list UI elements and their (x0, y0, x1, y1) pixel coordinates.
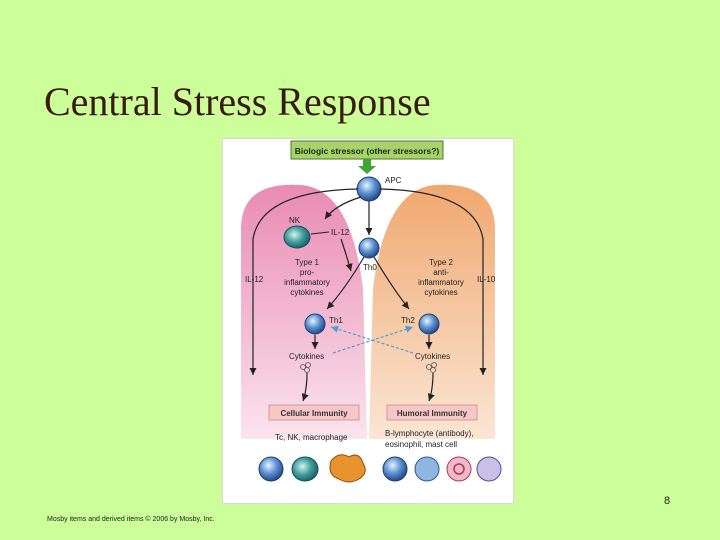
nk-cell-icon (283, 225, 311, 249)
type2-line: anti- (433, 268, 449, 277)
type1-line: Type 1 (295, 258, 320, 267)
stressor-arrow (358, 159, 376, 174)
type1-line: pro- (300, 268, 315, 277)
th2-cell-icon (418, 313, 440, 335)
arrow-apc-nk (324, 196, 362, 220)
type1-label: Type 1 pro- inflammatory cytokines (284, 258, 330, 297)
copyright-footer: Mosby items and derived items © 2006 by … (47, 516, 215, 523)
slide-title: Central Stress Response (44, 79, 431, 124)
arrow-th0-th1 (326, 256, 365, 310)
cytokine-molecule-right-icon (426, 362, 437, 373)
arrow-th0-th2 (373, 256, 410, 310)
diagram-canvas: Biologic stressor (other stressors?) APC… (241, 140, 502, 483)
type2-label: Type 2 anti- inflammatory cytokines (418, 258, 464, 297)
arrow-cytokines-cellular (301, 372, 309, 402)
tc-cell-icon (258, 456, 284, 482)
type2-line: inflammatory (418, 278, 464, 287)
b-lymphocyte-cell-icon (382, 456, 408, 482)
arrow-cytokines-humoral (427, 372, 435, 402)
apc-label: APC (385, 176, 402, 185)
type1-line: cytokines (290, 288, 323, 297)
arrow-apc-right (379, 188, 487, 375)
th0-label: Th0 (363, 263, 377, 272)
humoral-immunity-box (386, 404, 478, 421)
arrow-il12-th1 (340, 238, 353, 272)
eosinophil-cell-icon (446, 456, 472, 482)
stressor-box-label: Biologic stressor (other stressors?) (295, 146, 440, 156)
arrow-apc-left (249, 188, 359, 375)
il10-right-label: IL-10 (477, 275, 496, 284)
humoral-cells-text-line2: eosinophil, mast cell (385, 440, 457, 449)
cytokines-right-label: Cytokines (415, 352, 450, 361)
th0-cell-icon (358, 237, 380, 259)
effector-cells-row (258, 454, 502, 483)
humoral-cells-text-line1: B-lymphocyte (antibody), (385, 429, 473, 438)
cellular-immunity-box (268, 404, 360, 421)
plasma-cell-icon (414, 456, 440, 482)
dashed-arrow-cyto-right-to-th1 (330, 325, 414, 354)
macrophage-cell-icon (329, 454, 366, 483)
nk-effector-cell-icon (291, 456, 319, 482)
th1-cell-icon (304, 313, 326, 335)
cellular-immunity-label: Cellular Immunity (280, 409, 348, 418)
cytokine-molecule-left-icon (300, 362, 311, 373)
arrow-nk-il12 (310, 231, 330, 235)
cytokines-left-label: Cytokines (289, 352, 324, 361)
type2-line: cytokines (424, 288, 457, 297)
th2-label: Th2 (401, 316, 415, 325)
th1-label: Th1 (329, 316, 343, 325)
il12-upper-label: IL-12 (331, 228, 350, 237)
il12-left-label: IL-12 (245, 275, 264, 284)
mast-cell-icon (476, 456, 502, 482)
slide-number: 8 (664, 495, 671, 507)
cellular-cells-text: Tc, NK, macrophage (275, 433, 348, 442)
right-region-type2 (369, 184, 495, 439)
humoral-immunity-label: Humoral Immunity (397, 409, 468, 418)
nk-label: NK (289, 216, 301, 225)
type2-line: Type 2 (429, 258, 454, 267)
type1-line: inflammatory (284, 278, 330, 287)
left-region-type1 (241, 184, 367, 439)
immune-response-diagram: Biologic stressor (other stressors?) APC… (222, 138, 514, 504)
